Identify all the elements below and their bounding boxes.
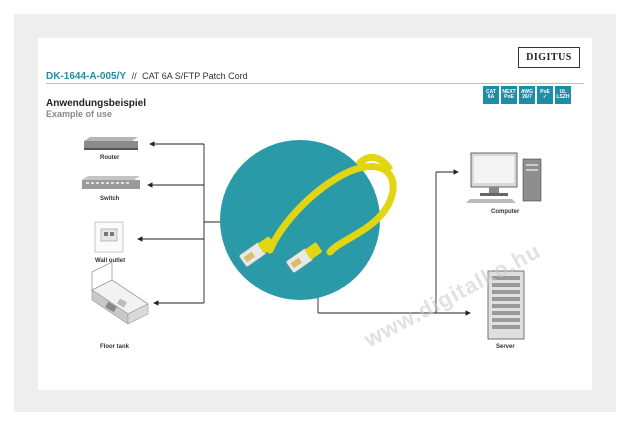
product-description: CAT 6A S/FTP Patch Cord [142,71,248,81]
badge-poe: PoE✓ [537,86,553,104]
server-icon [487,270,525,340]
switch-icon [82,176,140,189]
model-number: DK-1644-A-005/Y [46,71,127,82]
label-computer: Computer [491,209,520,215]
cable-loop [355,153,394,172]
cable-body [266,163,397,256]
floor-tank-icon [91,261,149,325]
badge-line1: PoE [540,88,550,95]
brand-logo: DIGITUS [518,47,580,68]
label-router: Router [100,155,120,161]
badge-line1: NEXT [502,88,516,95]
badge-line2: PoE [504,94,514,100]
patch-cable-illustration [239,153,397,273]
section-title-en: Example of use [46,109,113,119]
header-rule [46,83,584,84]
label-switch: Switch [100,196,120,202]
label-floor-tank: Floor tank [100,344,130,350]
badge-line1: UL [559,88,567,95]
cable-highlight-circle [220,140,380,300]
wall-outlet-icon [94,221,124,253]
right-plug [286,242,322,273]
header-separator: // [131,71,137,81]
badge-line1: CAT [486,88,496,95]
label-server: Server [496,344,515,350]
label-wall-outlet: Wall outlet [95,258,126,264]
badge-line2: LSZH [556,94,570,100]
router-icon [84,137,138,150]
brand-logo-text: DIGITUS [526,52,572,63]
product-header: DK-1644-A-005/Y // CAT 6A S/FTP Patch Co… [46,71,248,82]
badge-line2: 26/7 [522,94,532,100]
badge-line2: ✓ [542,94,548,100]
left-connectors [137,141,232,306]
badge-line1: AWG [521,88,533,95]
badge-line2: 6A [487,94,495,100]
left-plug [239,236,275,267]
computer-icon [466,152,542,203]
section-title-de: Anwendungsbeispiel [46,98,147,109]
